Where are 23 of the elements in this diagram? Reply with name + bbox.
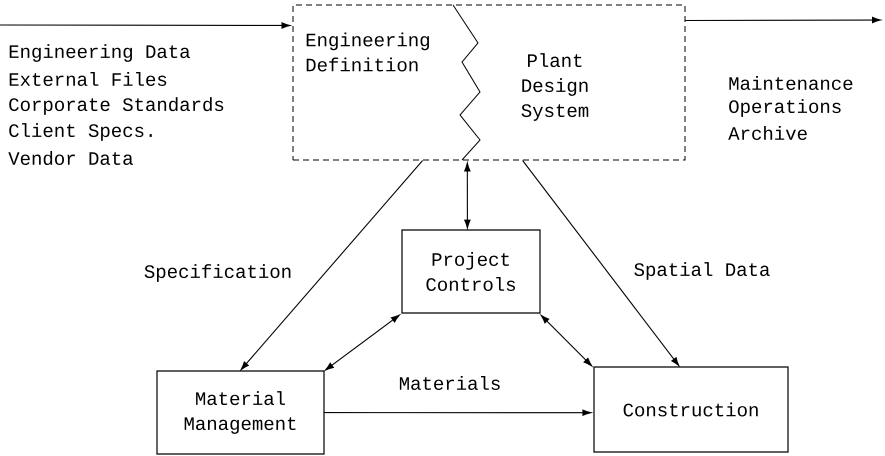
- arrow: [323, 410, 592, 416]
- process-box: Project Controls: [401, 229, 541, 314]
- flow-text: Maintenance: [729, 76, 852, 90]
- flow-text: Engineering Data: [10, 44, 190, 62]
- arrow: [522, 160, 680, 366]
- arrow: [0, 22, 290, 29]
- flow-text: Archive: [728, 126, 807, 140]
- arrow: [324, 314, 400, 371]
- arrow: [240, 160, 424, 370]
- process-box: Construction: [593, 366, 789, 453]
- flow-text: Vendor Data: [8, 151, 133, 165]
- edge-label: Materials: [398, 375, 502, 391]
- flow-text: Operations: [729, 99, 841, 117]
- flow-text: External Files: [10, 72, 166, 86]
- edge-label: Specification: [142, 263, 294, 283]
- process-box: Material Management: [156, 370, 325, 455]
- arrow: [464, 162, 471, 228]
- arrow: [540, 314, 592, 366]
- flow-text: Corporate Standards: [9, 97, 224, 115]
- arrow: [684, 16, 881, 24]
- system-box: Engineering Definition Plant Design System: [292, 4, 686, 160]
- edge-label: Spatial Data: [632, 261, 772, 281]
- flow-text: Client Specs.: [9, 123, 152, 141]
